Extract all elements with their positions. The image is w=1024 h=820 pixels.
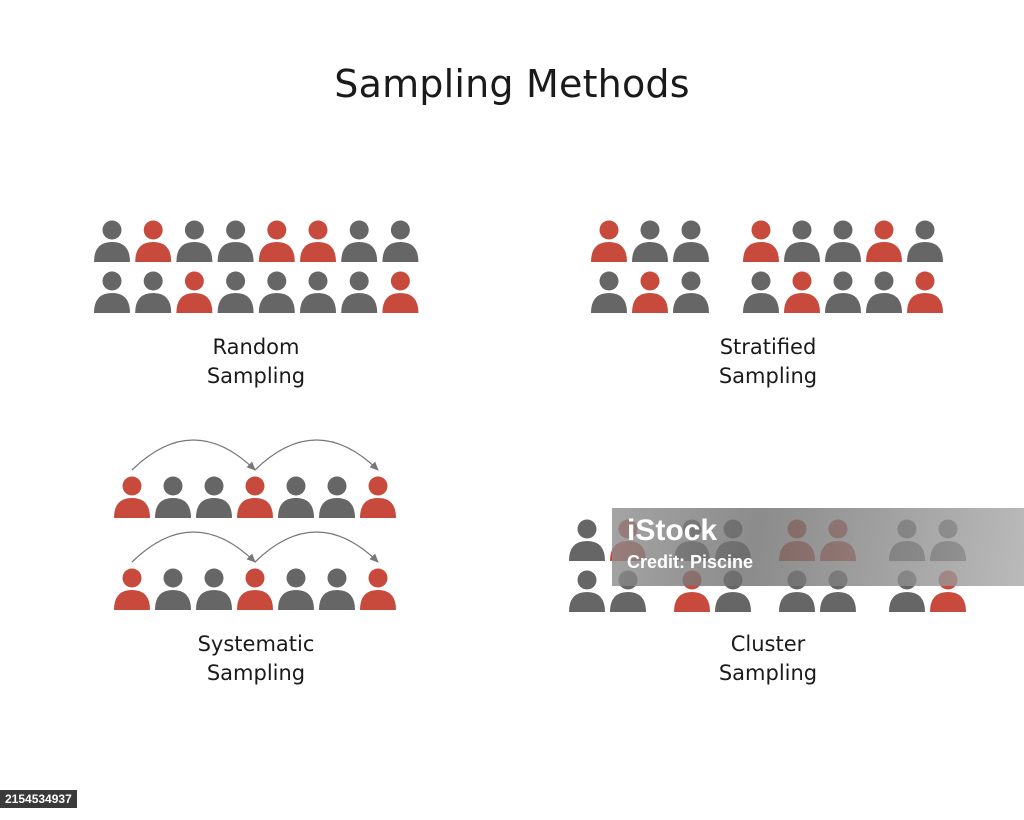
image-id-badge: 2154534937 [0,790,77,808]
person-icon [743,271,779,313]
selected-person-icon [866,220,902,262]
caption-line: Sampling [718,661,818,685]
person-icon [94,271,130,313]
person-icon [569,570,605,612]
watermark-credit: Credit: Piscine [627,552,754,572]
caption-line: Cluster [730,632,806,656]
person-icon [341,271,378,313]
caption-line: Random [212,335,300,359]
selected-person-icon [591,220,627,262]
selected-person-icon [237,568,273,610]
interval-arrow [254,439,379,471]
person-icon [907,220,943,262]
person-icon [278,568,314,610]
page-title: Sampling Methods [334,62,690,106]
selected-person-icon [360,568,396,610]
person-icon [673,271,709,313]
person-icon [673,220,709,262]
person-icon [94,220,130,262]
selected-person-icon [360,476,396,518]
selected-person-icon [114,568,150,610]
selected-person-icon [135,220,172,262]
selected-person-icon [258,220,295,262]
selected-person-icon [784,271,820,313]
stratified-sampling-people [591,220,943,313]
person-icon [825,220,861,262]
person-icon [300,271,336,313]
systematic-sampling-people [114,476,396,610]
person-icon [866,271,902,313]
person-icon [176,220,213,262]
selected-person-icon [300,220,336,262]
stratified-sampling-caption: Stratified Sampling [658,333,878,391]
person-icon [784,220,820,262]
interval-arrow [254,531,379,563]
person-icon [569,519,605,561]
selected-person-icon [176,271,213,313]
selected-person-icon [743,220,779,262]
selected-person-icon [237,476,273,518]
watermark-brand: iStock [627,514,718,547]
selected-person-icon [114,476,150,518]
person-icon [319,568,355,610]
caption-line: Sampling [718,364,818,388]
person-icon [632,220,668,262]
selected-person-icon [632,271,668,313]
caption-line: Sampling [206,661,306,685]
person-icon [382,220,419,262]
person-icon [155,476,191,518]
selected-person-icon [907,271,943,313]
person-icon [825,271,861,313]
person-icon [217,271,254,313]
person-icon [135,271,172,313]
person-icon [278,476,314,518]
cluster-sampling-caption: Cluster Sampling [658,630,878,688]
selected-person-icon [382,271,419,313]
caption-line: Stratified [719,335,817,359]
person-icon [591,271,627,313]
systematic-sampling-caption: Systematic Sampling [146,630,366,688]
person-icon [258,271,295,313]
caption-line: Sampling [206,364,306,388]
person-icon [319,476,355,518]
person-icon [196,476,232,518]
person-icon [217,220,254,262]
systematic-interval-arrows [131,439,379,563]
person-icon [155,568,191,610]
caption-line: Systematic [197,632,315,656]
random-sampling-caption: Random Sampling [146,333,366,391]
interval-arrow [131,439,256,471]
random-sampling-people [94,220,419,313]
person-icon [196,568,232,610]
interval-arrow [131,531,256,563]
stock-watermark: iStock Credit: Piscine [612,508,1024,586]
person-icon [341,220,378,262]
